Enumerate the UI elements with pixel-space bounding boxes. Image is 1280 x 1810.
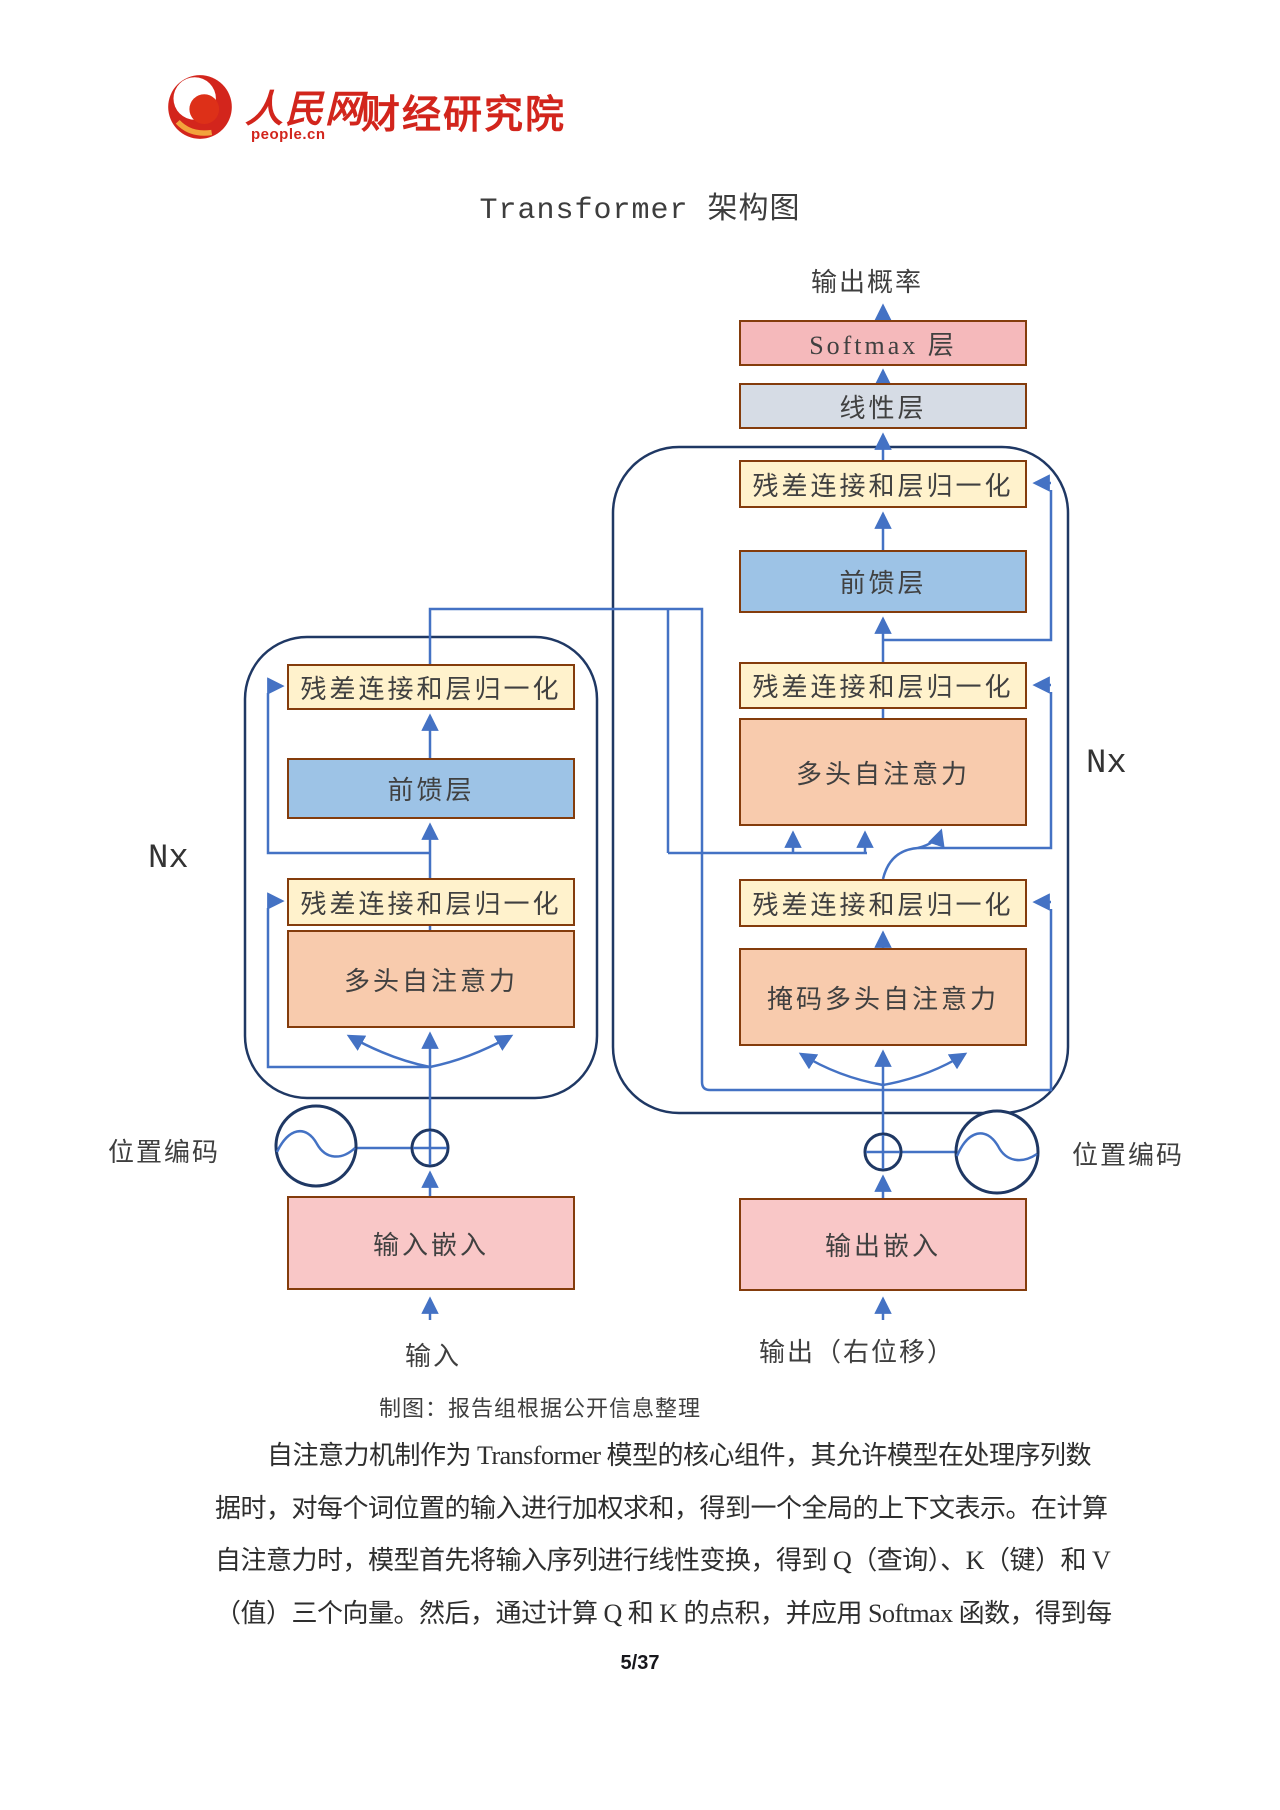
plus-icon — [413, 1131, 447, 1165]
sine-wave-icon — [275, 1129, 356, 1158]
addnorm-label: 残差连接和层归一化 — [752, 471, 1014, 501]
paragraph-line: （值）三个向量。然后，通过计算 Q 和 K 的点积，并应用 Softmax 函数… — [215, 1598, 1112, 1628]
decoder-ffn-box: 前馈层 — [739, 550, 1027, 613]
addnorm-label: 残差连接和层归一化 — [752, 673, 1014, 702]
logo-brand-text: 人民网 — [245, 89, 366, 131]
nx-label-right: Nx — [1086, 745, 1127, 783]
plus-icon — [866, 1135, 900, 1169]
addnorm-label: 残差连接和层归一化 — [300, 889, 562, 919]
addnorm-label: 残差连接和层归一化 — [752, 890, 1014, 920]
output-embedding-label: 输出嵌入 — [824, 1232, 941, 1261]
encoder-addnorm-bottom-box: 残差连接和层归一化 — [287, 878, 575, 926]
encoder-mha-box: 多头自注意力 — [287, 930, 575, 1028]
paragraph-line: 据时，对每个词位置的输入进行加权求和，得到一个全局的上下文表示。在计算 — [215, 1493, 1108, 1523]
logo-domain-text: people.cn — [251, 126, 326, 143]
softmax-layer-box: Softmax 层 — [739, 320, 1027, 366]
positional-encoding-symbols — [274, 1104, 1040, 1195]
input-embedding-label: 输入嵌入 — [372, 1230, 489, 1260]
encoder-addnorm-top-box: 残差连接和层归一化 — [287, 664, 575, 710]
flow-arrows — [268, 303, 1051, 1320]
linear-layer-label: 线性层 — [839, 393, 927, 423]
mha-label: 多头自注意力 — [795, 759, 970, 789]
figure-caption: 制图：报告组根据公开信息整理 — [378, 1396, 701, 1421]
ffn-label: 前馈层 — [387, 776, 475, 805]
ffn-label: 前馈层 — [839, 569, 927, 598]
output-probabilities-label: 输出概率 — [810, 268, 923, 297]
sine-wave-icon — [955, 1132, 1038, 1162]
encoder-ffn-box: 前馈层 — [287, 758, 575, 819]
positional-encoding-label-right: 位置编码 — [1072, 1141, 1185, 1170]
output-embedding-box: 输出嵌入 — [739, 1198, 1027, 1291]
body-paragraph: 自注意力机制作为 Transformer 模型的核心组件，其允许模型在处理序列数… — [215, 1430, 1112, 1640]
mha-label: 多头自注意力 — [343, 966, 518, 996]
paragraph-line: 自注意力机制作为 Transformer 模型的核心组件，其允许模型在处理序列数 — [267, 1441, 1092, 1470]
nx-label-left: Nx — [148, 840, 189, 878]
decoder-mha-box: 多头自注意力 — [739, 718, 1027, 826]
logo-org-text: 财经研究院 — [361, 94, 567, 137]
softmax-layer-label: Softmax 层 — [809, 330, 957, 360]
page-number: 5/37 — [620, 1652, 660, 1674]
figure-title: Transformer 架构图 — [479, 194, 801, 228]
decoder-addnorm-top-box: 残差连接和层归一化 — [739, 460, 1027, 508]
decoder-addnorm-mid-box: 残差连接和层归一化 — [739, 662, 1027, 709]
decoder-addnorm-bottom-box: 残差连接和层归一化 — [739, 879, 1027, 927]
linear-layer-box: 线性层 — [739, 383, 1027, 429]
pos-enc-wave-circle-right — [954, 1109, 1040, 1195]
positional-encoding-label-left: 位置编码 — [108, 1138, 221, 1167]
masked-mha-label: 掩码多头自注意力 — [766, 984, 999, 1014]
people-cn-logo: 人民网 people.cn 财经研究院 — [165, 72, 585, 152]
input-embedding-box: 输入嵌入 — [287, 1196, 575, 1290]
paragraph-line: 自注意力时，模型首先将输入序列进行线性变换，得到 Q（查询）、K（键）和 V — [215, 1546, 1111, 1575]
outputs-label: 输出（右位移） — [758, 1338, 955, 1367]
pos-enc-wave-circle-left — [274, 1104, 358, 1188]
decoder-container — [611, 445, 1070, 1115]
inputs-label: 输入 — [404, 1342, 461, 1371]
people-cn-swirl-icon — [168, 75, 232, 139]
encoder-container — [243, 635, 599, 1100]
addnorm-label: 残差连接和层归一化 — [300, 674, 562, 704]
masked-mha-box: 掩码多头自注意力 — [739, 948, 1027, 1046]
